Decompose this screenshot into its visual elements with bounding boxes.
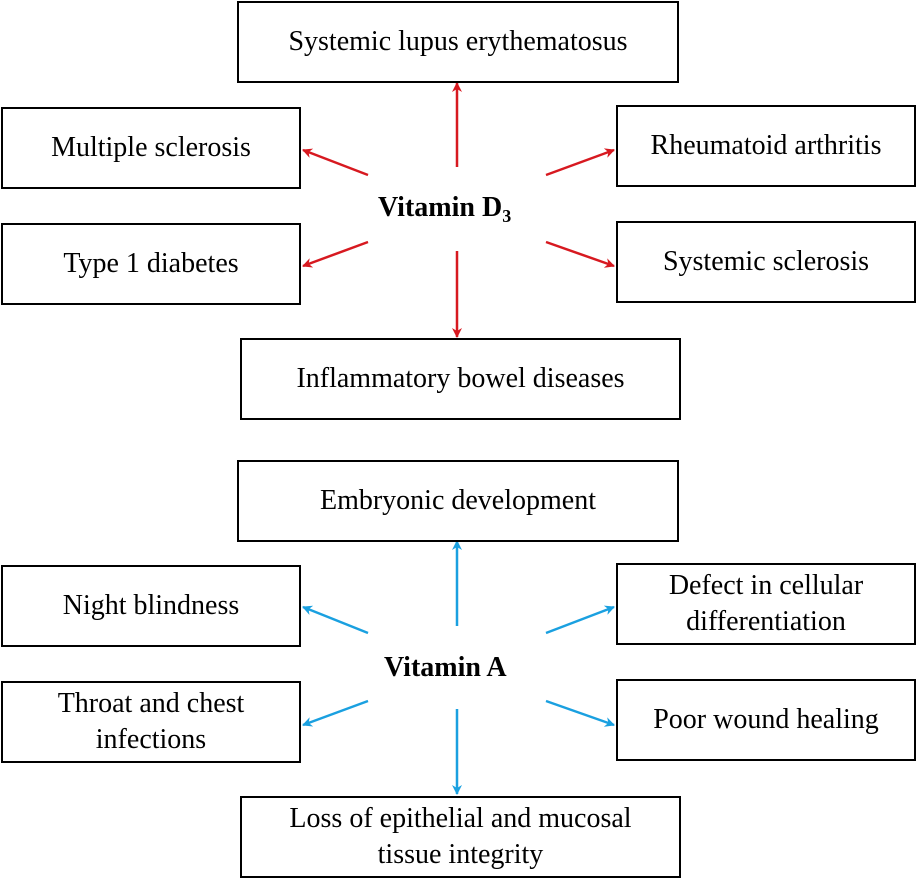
box-text: Type 1 diabetes — [63, 248, 239, 279]
box-throat-and-chest-infections: Throat and chest infections — [1, 681, 301, 763]
arrow-a-upper-left — [302, 605, 369, 635]
box-text-line: Loss of epithelial and mucosal — [289, 803, 632, 834]
box-text: Systemic sclerosis — [662, 246, 870, 277]
vitamin-d-label: Vitamin D — [378, 192, 503, 223]
arrow-d-lower-left — [302, 240, 369, 268]
arrow-d-upper-left — [302, 148, 369, 177]
box-text: Systemic lupus erythematosus — [288, 26, 628, 57]
box-rheumatoid-arthritis: Rheumatoid arthritis — [616, 105, 916, 187]
arrow-a-upper-right — [545, 605, 615, 635]
box-text: Multiple sclerosis — [51, 132, 251, 163]
box-inflammatory-bowel-diseases: Inflammatory bowel diseases — [240, 338, 681, 420]
box-text: Poor wound healing — [653, 704, 879, 735]
box-multiple-sclerosis: Multiple sclerosis — [1, 107, 301, 189]
box-text: Night blindness — [62, 590, 240, 621]
box-poor-wound-healing: Poor wound healing — [616, 679, 916, 761]
box-systemic-lupus-erythematosus: Systemic lupus erythematosus — [237, 1, 679, 83]
box-night-blindness: Night blindness — [1, 565, 301, 647]
box-text: Rheumatoid arthritis — [650, 130, 882, 161]
vitamin-a-hub: Vitamin A — [384, 652, 507, 684]
box-text-line: Throat and chest — [57, 688, 245, 719]
vitamin-d-hub: Vitamin D3 — [378, 192, 511, 227]
box-loss-of-epithelial-and-mucosal-tissue-integrity: Loss of epithelial and mucosal tissue in… — [240, 796, 681, 878]
arrow-a-lower-right — [545, 699, 615, 727]
arrow-d-upper-right — [545, 148, 615, 177]
box-text: Inflammatory bowel diseases — [296, 363, 625, 394]
arrow-a-lower-left — [302, 699, 369, 727]
box-text: Embryonic development — [319, 485, 597, 516]
box-systemic-sclerosis: Systemic sclerosis — [616, 221, 916, 303]
box-type-1-diabetes: Type 1 diabetes — [1, 223, 301, 305]
arrow-d-lower-right — [545, 240, 615, 268]
box-embryonic-development: Embryonic development — [237, 460, 679, 542]
box-text-line: tissue integrity — [377, 839, 544, 870]
box-text-line: infections — [95, 724, 207, 755]
box-defect-in-cellular-differentiation: Defect in cellular differentiation — [616, 563, 916, 645]
box-text-line: differentiation — [686, 606, 846, 637]
vitamin-d-subscript: 3 — [502, 206, 512, 226]
vitamin-a-label: Vitamin A — [384, 652, 507, 683]
box-text-line: Defect in cellular — [668, 570, 864, 601]
